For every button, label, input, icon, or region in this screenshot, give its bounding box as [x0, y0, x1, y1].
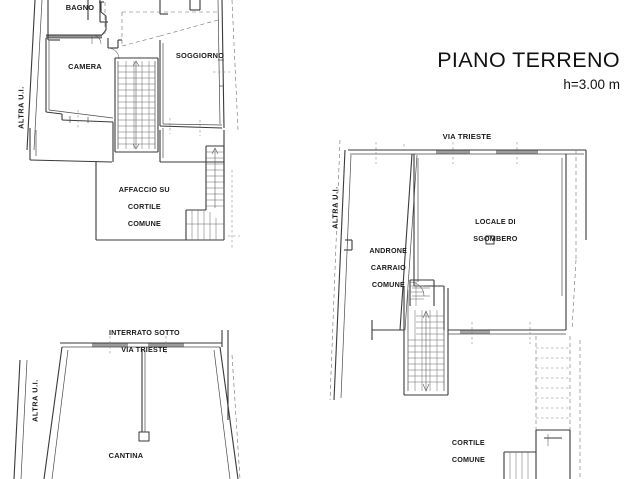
boundary-label-altra-ui-upper-left: ALTRA U.I. [16, 86, 26, 129]
area-label-androne-carraio: ANDRONE CARRAIO COMUNE [352, 239, 416, 298]
plan-right [329, 139, 587, 479]
cortile-line-1: CORTILE [451, 438, 485, 448]
room-label-cantina: CANTINA [108, 451, 144, 460]
boundary-label-altra-ui-lower-left: ALTRA U.I. [30, 379, 40, 422]
room-label-camera: CAMERA [68, 62, 102, 71]
street-label-via-trieste-right: VIA TRIESTE [442, 132, 492, 141]
room-label-bagno: BAGNO [65, 3, 95, 12]
affaccio-line-2: CORTILE [127, 202, 161, 212]
page-title: PIANO TERRENO [437, 48, 620, 72]
cortile-line-2: COMUNE [451, 455, 485, 465]
area-label-interrato: INTERRATO SOTTO VIA TRIESTE [80, 321, 200, 363]
androne-line-3: COMUNE [371, 280, 405, 290]
boundary-label-altra-ui-right: ALTRA U.I. [330, 186, 340, 229]
locale-line-2: SGOMBERO [473, 234, 518, 244]
room-label-soggiorno: SOGGIORNO [175, 51, 225, 60]
plan-lower-left [13, 330, 241, 479]
plan-upper-left [26, 0, 240, 250]
interrato-line-2: VIA TRIESTE [121, 345, 168, 355]
title-block: PIANO TERRENO h=3.00 m [380, 48, 620, 92]
area-label-cortile-comune: CORTILE COMUNE [432, 431, 496, 473]
interrato-line-1: INTERRATO SOTTO [108, 328, 180, 338]
room-label-locale-sgombero: LOCALE DI SGOMBERO [453, 210, 529, 252]
androne-line-2: CARRAIO [370, 263, 406, 273]
area-label-affaccio: AFFACCIO SU CORTILE COMUNE [95, 178, 185, 237]
affaccio-line-3: COMUNE [127, 219, 161, 229]
affaccio-line-1: AFFACCIO SU [118, 185, 170, 195]
ceiling-height-note: h=3.00 m [563, 77, 620, 92]
androne-line-1: ANDRONE [369, 246, 408, 256]
locale-line-1: LOCALE DI [475, 217, 516, 227]
